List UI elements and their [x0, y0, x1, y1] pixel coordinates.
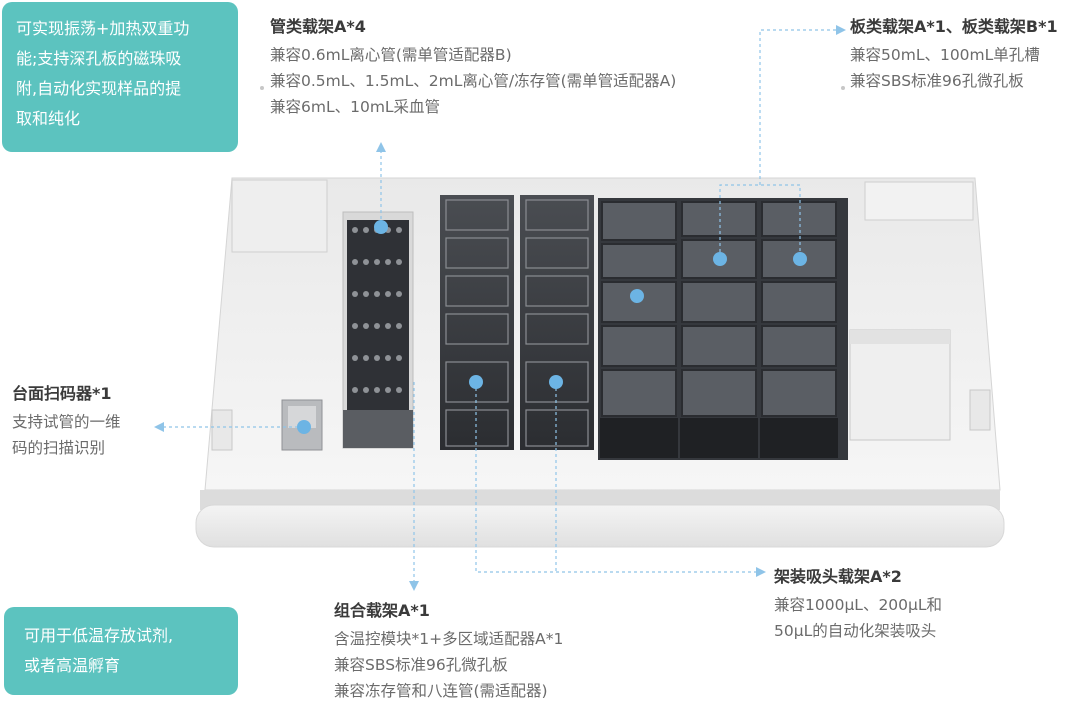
plate-carrier-title: 板类载架A*1、板类载架B*1 — [850, 17, 1058, 36]
combo-carrier-line: 含温控模块*1+多区域适配器A*1 — [334, 630, 564, 648]
combo-carrier-callout: 组合载架A*1 含温控模块*1+多区域适配器A*1 兼容SBS标准96孔微孔板 … — [334, 598, 563, 704]
temperature-storage-info-box: 可用于低温存放试剂, 或者高温孵育 — [4, 607, 238, 695]
bullet-dot — [260, 86, 264, 90]
tip-carrier-callout: 架装吸头载架A*2 兼容1000μL、200μL和 50μL的自动化架装吸头 — [774, 564, 942, 644]
info-line: 附,自动化实现样品的提 — [16, 79, 182, 98]
plate-carrier-grid — [598, 198, 848, 460]
info-line: 可实现振荡+加热双重功 — [16, 19, 190, 38]
tube-carrier-title: 管类载架A*4 — [270, 17, 366, 36]
leader-lines — [160, 29, 840, 585]
combo-carrier-title: 组合载架A*1 — [334, 601, 430, 620]
tube-rack-carrier — [342, 211, 414, 449]
tube-carrier-line: 兼容0.6mL离心管(需单管适配器B) — [270, 46, 512, 64]
tip-carrier-title: 架装吸头载架A*2 — [774, 567, 902, 586]
tip-carrier-racks — [440, 195, 594, 450]
info-line: 取和纯化 — [16, 109, 81, 128]
plate-carrier-callout: 板类载架A*1、板类载架B*1 兼容50mL、100mL单孔槽 兼容SBS标准9… — [850, 14, 1058, 94]
tube-carrier-line: 兼容0.5mL、1.5mL、2mL离心管/冻存管(需单管适配器A) — [270, 72, 677, 90]
scanner-callout: 台面扫码器*1 支持试管的一维 码的扫描识别 — [12, 381, 121, 461]
tube-carrier-line: 兼容6mL、10mL采血管 — [270, 98, 441, 116]
bullet-dot — [841, 86, 845, 90]
tip-carrier-line: 兼容1000μL、200μL和 — [774, 596, 943, 614]
scanner-line: 支持试管的一维 — [12, 413, 121, 431]
heating-shaking-info-box: 可实现振荡+加热双重功 能;支持深孔板的磁珠吸 附,自动化实现样品的提 取和纯化 — [2, 2, 238, 152]
callout-markers — [297, 220, 807, 434]
info-line: 或者高温孵育 — [24, 656, 121, 675]
combo-carrier-line: 兼容冻存管和八连管(需适配器) — [334, 682, 548, 700]
info-line: 能;支持深孔板的磁珠吸 — [16, 49, 182, 68]
scanner-title: 台面扫码器*1 — [12, 384, 112, 403]
info-line: 可用于低温存放试剂, — [24, 626, 174, 645]
scanner-line: 码的扫描识别 — [12, 439, 106, 457]
tip-carrier-line: 50μL的自动化架装吸头 — [774, 622, 937, 640]
plate-carrier-line: 兼容50mL、100mL单孔槽 — [850, 46, 1040, 64]
barcode-scanner — [281, 399, 323, 451]
combo-carrier-line: 兼容SBS标准96孔微孔板 — [334, 656, 508, 674]
plate-carrier-line: 兼容SBS标准96孔微孔板 — [850, 72, 1024, 90]
leader-arrowheads — [154, 25, 846, 591]
tube-carrier-callout: 管类载架A*4 兼容0.6mL离心管(需单管适配器B) 兼容0.5mL、1.5m… — [270, 14, 676, 120]
